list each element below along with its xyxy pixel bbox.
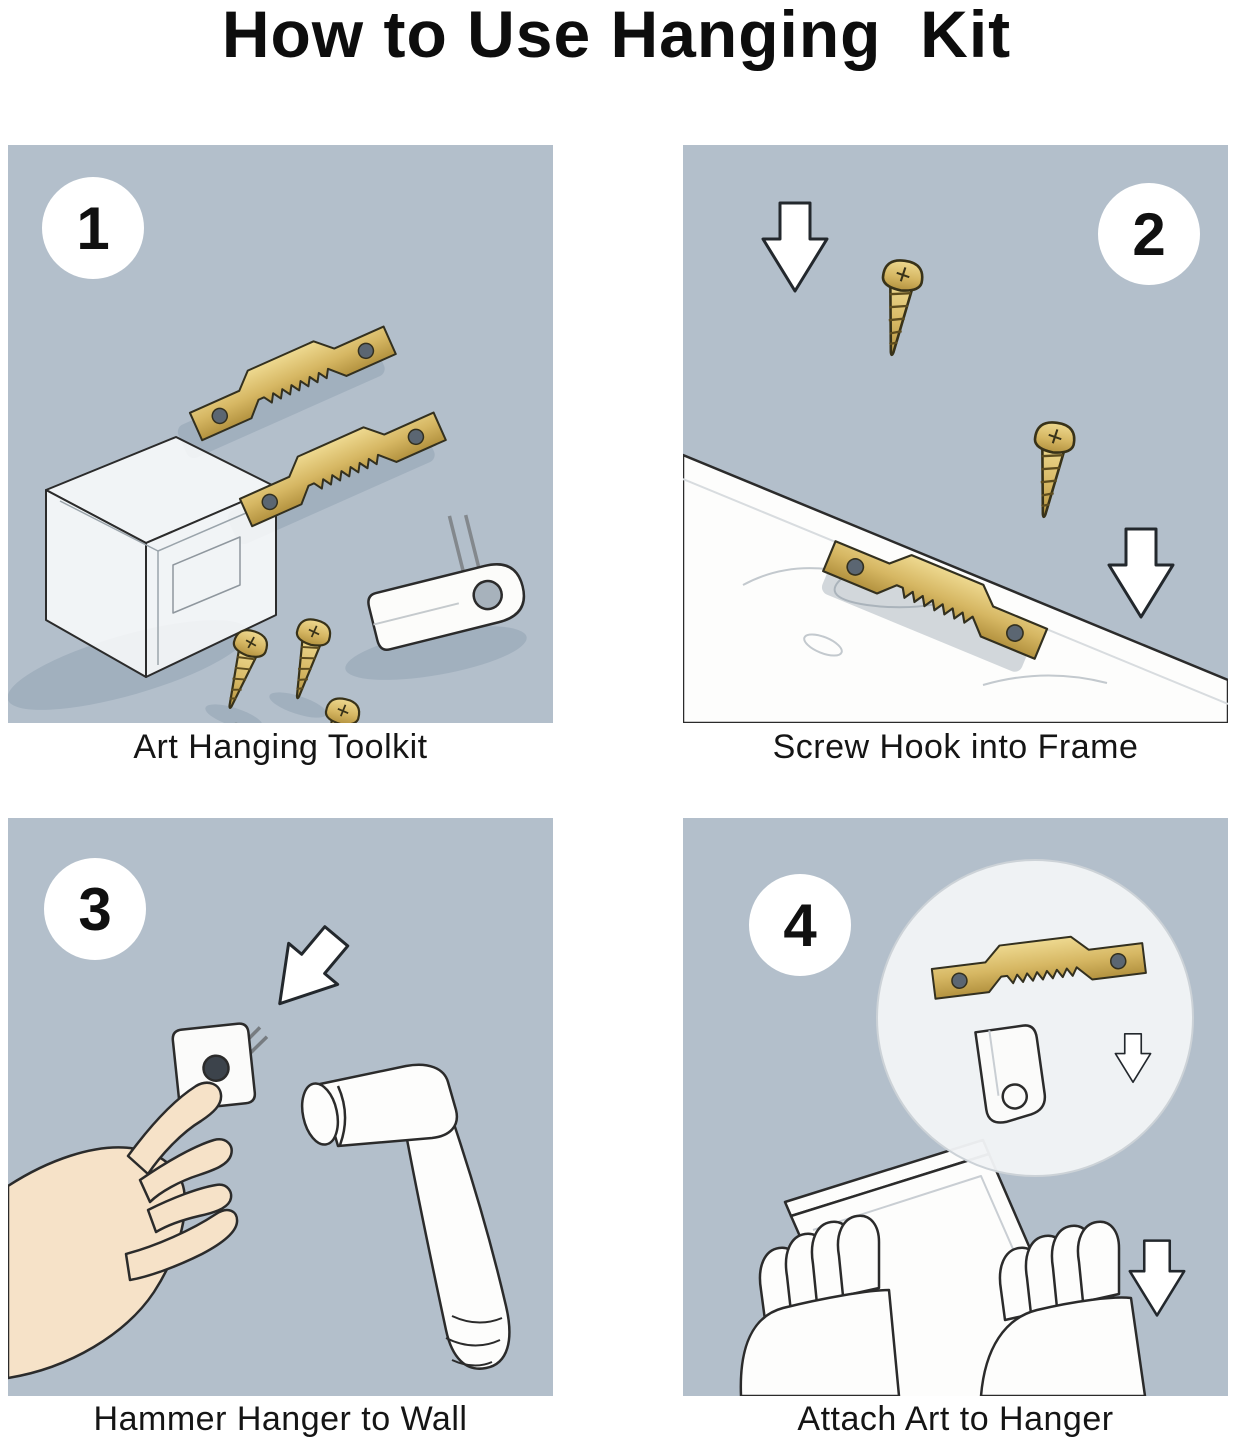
hand-icon — [8, 1081, 239, 1380]
number-badge: 4 — [749, 874, 851, 976]
number-badge: 1 — [42, 177, 144, 279]
right-hand-icon — [979, 1220, 1147, 1396]
panel-caption: Art Hanging Toolkit — [133, 728, 428, 766]
screw-icon — [1023, 418, 1078, 521]
left-hand-icon — [739, 1214, 901, 1396]
down-arrow-icon — [1128, 1239, 1186, 1317]
toolkit-illustration — [8, 311, 527, 723]
plastic-hook-icon — [367, 514, 526, 651]
down-arrow-icon — [761, 201, 829, 293]
hammer-icon — [300, 1063, 511, 1370]
attach-illustration — [739, 859, 1194, 1396]
panel-attach: 4 — [683, 818, 1228, 1396]
frame-illustration — [683, 201, 1228, 723]
screw-icon — [280, 615, 335, 704]
magnifier-circle — [876, 859, 1194, 1177]
panel-caption: Hammer Hanger to Wall — [93, 1400, 468, 1438]
plastic-hook-icon — [974, 1024, 1047, 1124]
number-badge: 2 — [1098, 183, 1200, 285]
down-arrow-icon — [1107, 527, 1175, 619]
down-arrow-icon — [253, 914, 363, 1026]
panel-toolkit: 1 — [8, 145, 553, 723]
panel-caption: Attach Art to Hanger — [797, 1400, 1114, 1438]
panel-screw-hook: 2 — [683, 145, 1228, 723]
panel-hammer: 3 — [8, 818, 553, 1396]
number-badge: 3 — [44, 858, 146, 960]
panel-caption: Screw Hook into Frame — [772, 728, 1139, 766]
screw-icon — [871, 256, 926, 359]
hammer-illustration — [8, 914, 511, 1380]
page-title: How to Use Hanging Kit — [221, 0, 1012, 71]
